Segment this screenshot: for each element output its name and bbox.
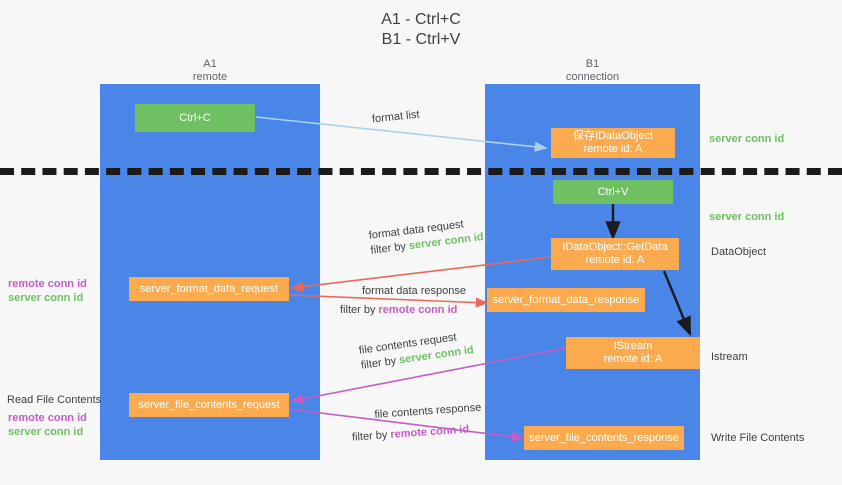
label-file-contents-response: file contents response filter by remote … (352, 401, 483, 444)
annotation-read-file-contents: Read File Contents (7, 394, 102, 406)
box-istream-sub: remote id: A (603, 353, 663, 365)
annotation-right-write-file-contents: Write File Contents (711, 432, 805, 444)
lane-b1-role: connection (565, 71, 620, 83)
annotation-right-dataobject: DataObject (711, 246, 767, 258)
filter-prefix: filter by (360, 354, 401, 372)
annotation-left-mid: remote conn id server conn id (8, 277, 87, 305)
box-ctrl-c-label: Ctrl+C (179, 111, 211, 124)
lane-a1-name: A1 (203, 58, 217, 70)
label-format-data-response: format data response filter by remote co… (340, 284, 466, 318)
diagram-title: A1 - Ctrl+C B1 - Ctrl+V (0, 10, 842, 50)
phase-divider (0, 168, 842, 175)
filter-prefix: filter by (340, 304, 379, 316)
annotation-right-istream: Istream (711, 351, 748, 363)
label-format-data-response-main: format data response (362, 285, 466, 297)
lane-a1-role: remote (192, 71, 228, 83)
arrow-file-contents-request (290, 347, 567, 404)
annotation-right-server-conn-id-top: server conn id (709, 133, 785, 145)
box-save-dataobject-sub: remote id: A (583, 143, 643, 155)
box-server-file-contents-response-label: server_file_contents_response (529, 431, 679, 444)
box-server-format-data-request[interactable]: server_format_data_request (129, 277, 289, 301)
box-server-file-contents-request-label: server_file_contents_request (138, 398, 280, 411)
box-getdata[interactable]: IDataObject::GetData remote id: A (551, 238, 679, 270)
box-save-dataobject-label: 保存IDataObject (572, 130, 654, 142)
filter-prefix: filter by (369, 240, 410, 257)
annotation-left-low: remote conn id server conn id (8, 411, 87, 439)
annotation-left-low-server: server conn id (8, 426, 84, 438)
arrow-getdata-istream (662, 270, 692, 337)
lane-header-a1: A1 remote (100, 58, 320, 84)
title-line-1: A1 - Ctrl+C (381, 11, 461, 28)
annotation-right-server-conn-id-mid: server conn id (709, 211, 785, 223)
box-istream-label: IStream (613, 340, 653, 352)
filter-key-remote-conn-id: remote conn id (378, 304, 458, 316)
box-getdata-sub: remote id: A (585, 254, 645, 266)
label-format-data-response-filter: filter by remote conn id (340, 303, 466, 318)
box-ctrl-v[interactable]: Ctrl+V (553, 180, 673, 204)
box-getdata-label: IDataObject::GetData (562, 241, 668, 253)
box-ctrl-c[interactable]: Ctrl+C (135, 104, 255, 132)
box-server-format-data-response-label: server_format_data_response (492, 293, 640, 306)
arrow-format-data-request (290, 256, 552, 292)
annotation-left-mid-remote: remote conn id (8, 278, 87, 290)
box-istream[interactable]: IStream remote id: A (566, 337, 700, 369)
arrow-format-data-response (287, 294, 489, 308)
lane-b1-name: B1 (585, 58, 600, 70)
arrow-file-contents-response (287, 408, 525, 442)
box-ctrl-v-label: Ctrl+V (597, 185, 629, 198)
annotation-left-mid-server: server conn id (8, 292, 84, 304)
filter-prefix: filter by (351, 428, 391, 444)
box-server-file-contents-response[interactable]: server_file_contents_response (524, 426, 684, 450)
box-server-format-data-response[interactable]: server_format_data_response (487, 288, 645, 312)
annotation-left-low-remote: remote conn id (8, 412, 87, 424)
arrow-format-list (255, 116, 548, 152)
title-line-2: B1 - Ctrl+V (381, 31, 461, 48)
lane-header-b1: B1 connection (485, 58, 700, 84)
box-save-dataobject[interactable]: 保存IDataObject remote id: A (551, 128, 675, 158)
box-server-file-contents-request[interactable]: server_file_contents_request (129, 393, 289, 417)
box-server-format-data-request-label: server_format_data_request (139, 282, 279, 295)
